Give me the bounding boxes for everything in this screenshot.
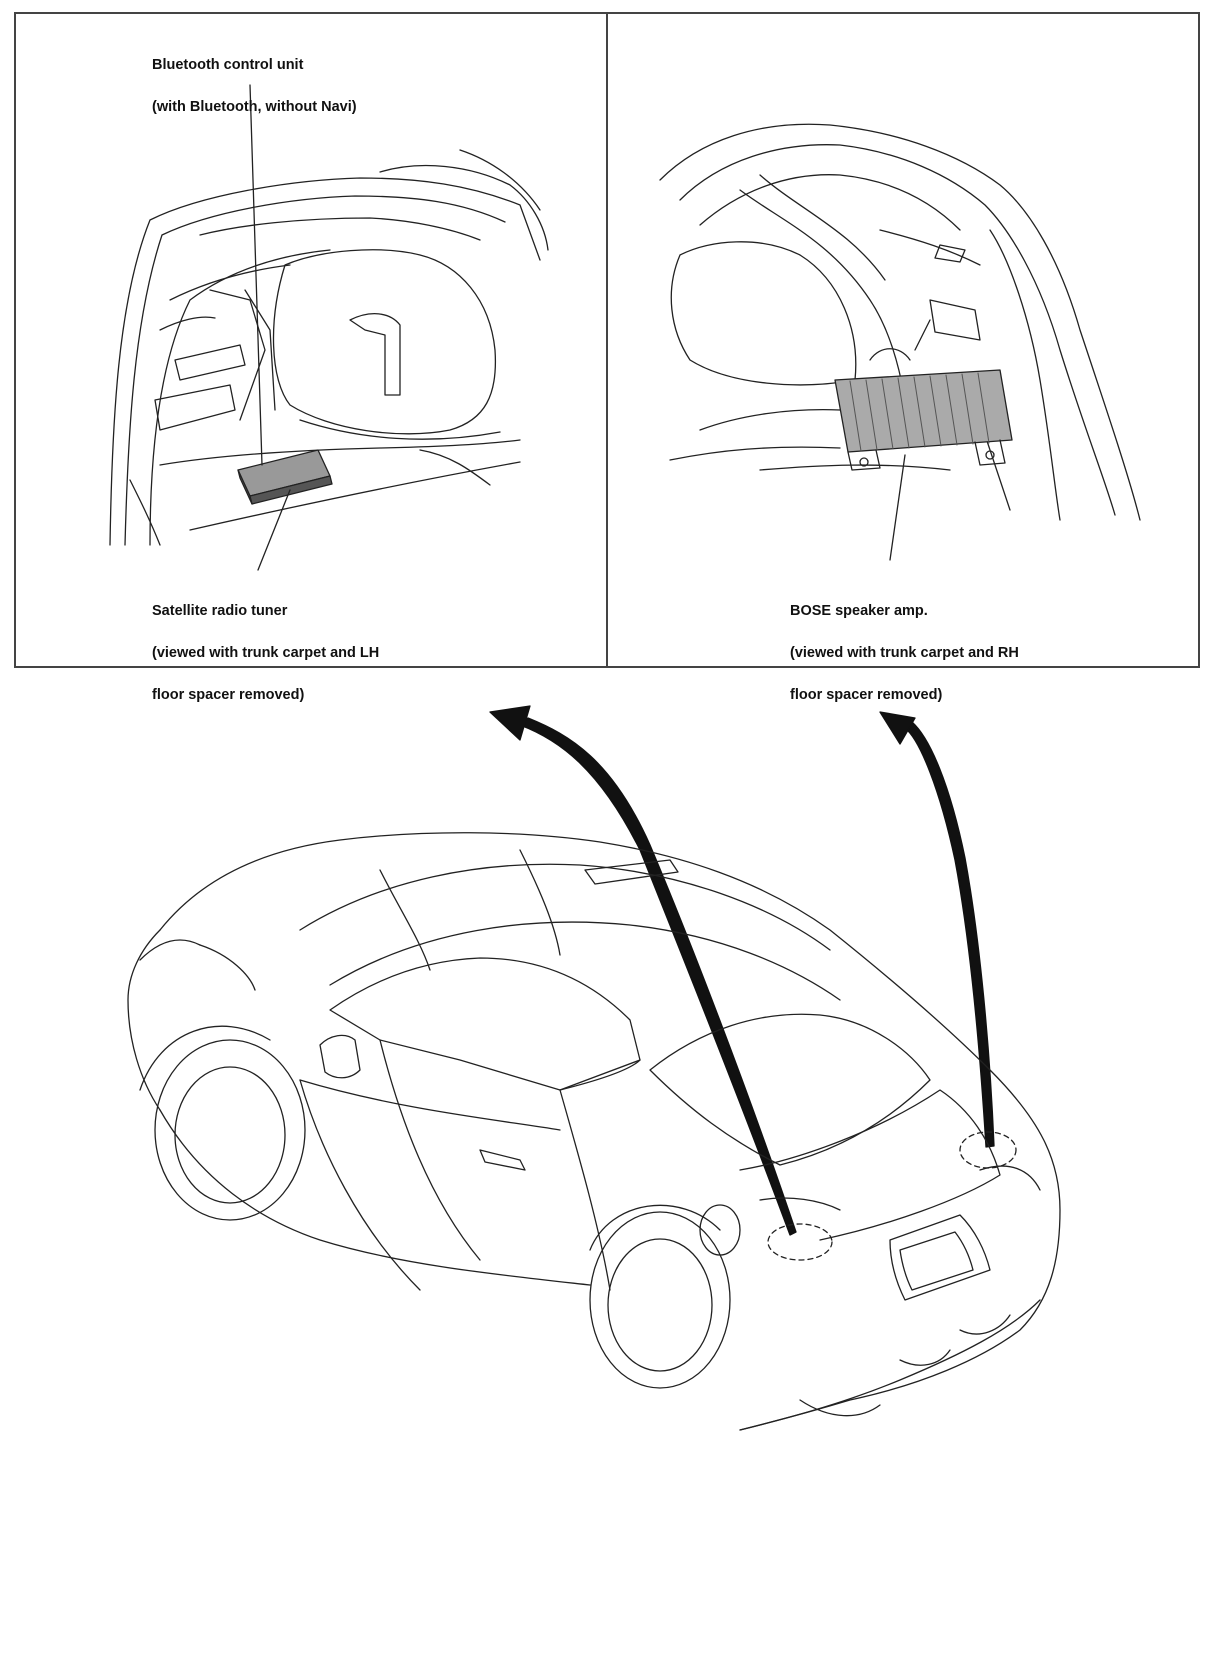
bluetooth-control-unit-label: Bluetooth control unit (with Bluetooth, …: [152, 34, 357, 139]
vehicle-illustration: [127, 832, 1061, 1431]
rh-location-marker: [959, 1131, 1017, 1169]
bluetooth-label-line1: Bluetooth control unit: [152, 57, 304, 73]
bose-label-line1: BOSE speaker amp.: [790, 603, 928, 619]
panel-divider: [606, 14, 608, 666]
satellite-label-line2: (viewed with trunk carpet and LH: [152, 645, 380, 661]
bose-label-line2: (viewed with trunk carpet and RH: [790, 645, 1019, 661]
satellite-leader-line: [257, 489, 291, 571]
detail-panels-frame: [14, 12, 1200, 668]
bose-label-line3: floor spacer removed): [790, 687, 943, 703]
rh-trunk-illustration: [659, 123, 1141, 561]
callout-arrows: [489, 705, 995, 1236]
satellite-radio-tuner-label: Satellite radio tuner (viewed with trunk…: [152, 580, 379, 727]
lh-trunk-illustration: [109, 84, 549, 571]
bluetooth-label-line2: (with Bluetooth, without Navi): [152, 99, 357, 115]
lh-location-marker: [767, 1223, 833, 1261]
satellite-label-line3: floor spacer removed): [152, 687, 305, 703]
bose-speaker-amp-label: BOSE speaker amp. (viewed with trunk car…: [790, 580, 1019, 727]
bluetooth-leader-line: [249, 84, 263, 466]
satellite-label-line1: Satellite radio tuner: [152, 603, 288, 619]
bose-leader-line: [889, 454, 906, 561]
